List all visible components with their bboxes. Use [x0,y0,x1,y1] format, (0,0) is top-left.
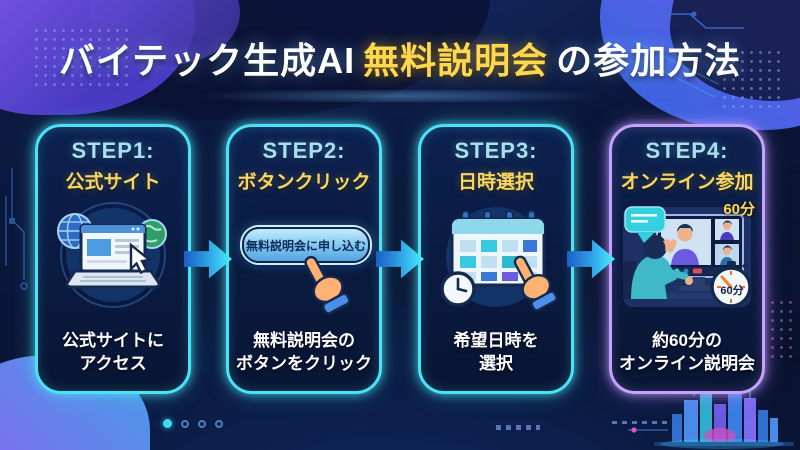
circuit-lines-icon [5,168,28,290]
step3-caption: 希望日時を 選択 [453,331,539,374]
step3-number: STEP3: [454,138,538,163]
signup-cta-button[interactable]: 無料説明会に申し込む [242,227,370,263]
city-skyline-icon [628,384,794,449]
dot-matrix-top-left [32,26,134,86]
step-card-2: STEP2: ボタンクリック 無料説明会に申し込む 無料説明会の ボタンをクリッ… [226,124,382,394]
pagination-dot-1[interactable] [163,419,172,428]
monitor-icon [656,214,744,291]
stopwatch-label: 60分 [720,285,744,297]
step-card-3: STEP3: 日時選択 [418,124,574,394]
title-part1: バイテック生成AI [58,40,356,81]
pagination-dot-2[interactable] [181,419,189,428]
pagination-dot-3[interactable] [198,419,206,428]
step3-title: 日時選択 [457,172,534,193]
title-highlight: 無料説明会 [363,40,549,81]
step4-caption: 約60分の オンライン説明会 [619,331,755,374]
click-button-icon: 無料説明会に申し込む [236,201,372,319]
step2-title: ボタンクリック [237,172,371,193]
dot-matrix-top-right [720,48,786,114]
flow-arrow-icon [184,239,232,279]
title-glow-streak [118,90,682,102]
cursor-icon [129,242,153,275]
step4-number: STEP4: [645,138,729,163]
speech-bubble-icon [624,206,666,243]
hand-pointer-icon [304,255,351,315]
pagination-dot-4[interactable] [215,419,223,428]
step-card-4: STEP4: オンライン参加 60分 [609,124,765,394]
calendar-clock-icon [428,201,564,319]
step2-caption: 無料説明会の ボタンをクリック [236,331,372,374]
step1-title: 公式サイト [65,172,161,193]
title-part2: の参加方法 [556,40,742,81]
step2-number: STEP2: [262,138,346,163]
duration-badge: 60分 [723,201,755,218]
laptop-globe-icon [45,201,181,319]
circuit-lines-icon [620,11,744,53]
step-card-1: STEP1: 公式サイト [35,124,191,394]
person-silhouette-icon [623,235,693,299]
laptop-icon [65,223,161,289]
stopwatch-icon [710,261,752,308]
step1-caption: 公式サイトに アクセス [62,331,164,374]
dash-decoration [612,421,670,424]
flow-arrow-icon [376,239,424,279]
dash-decoration [496,425,540,430]
step4-title: オンライン参加 [620,172,754,193]
step1-number: STEP1: [71,138,155,163]
pagination-dots [163,419,223,428]
clock-icon [440,271,476,307]
hand-pointer-icon [513,255,558,312]
online-meeting-icon: 60分 [619,201,755,319]
flow-arrow-icon [567,239,615,279]
